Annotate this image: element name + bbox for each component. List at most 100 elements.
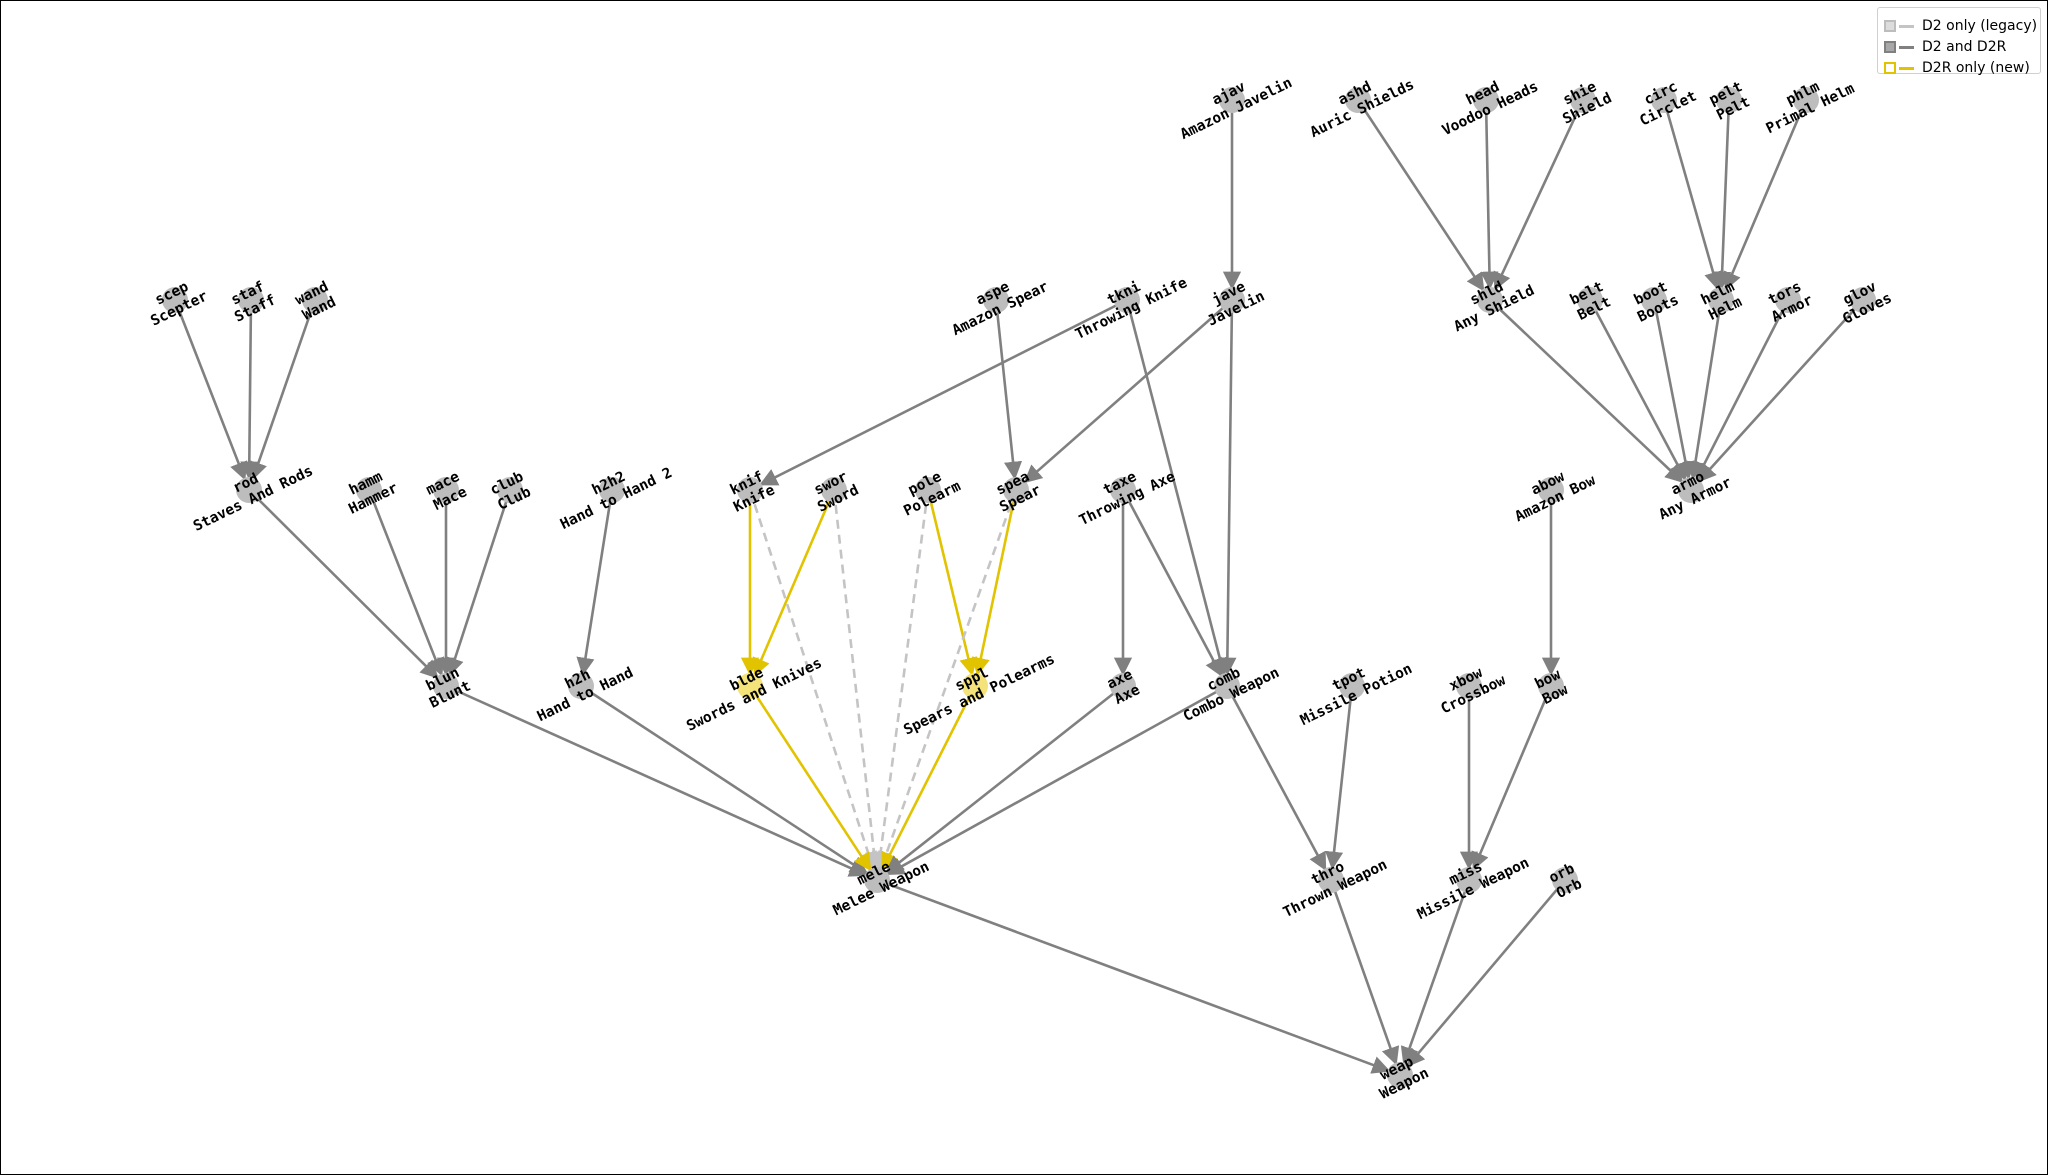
node-marker-tkni <box>1114 287 1140 313</box>
node-mace[interactable]: maceMace <box>424 469 470 514</box>
node-circ[interactable]: circCirclet <box>1630 73 1699 130</box>
node-club[interactable]: clubClub <box>488 469 534 514</box>
legend-swatch-both <box>1884 41 1896 53</box>
node-label-boot: bootBoots <box>1628 277 1682 326</box>
node-axe[interactable]: axeAxe <box>1105 667 1143 708</box>
node-pelt[interactable]: peltPelt <box>1707 79 1753 124</box>
node-marker-comb <box>1214 673 1240 699</box>
node-bow[interactable]: bowBow <box>1533 667 1571 708</box>
edges-layer <box>173 99 1864 1074</box>
edge-rod-to-blun <box>248 489 439 679</box>
node-marker-blun <box>433 673 459 699</box>
node-staf[interactable]: stafStaff <box>225 277 279 326</box>
node-marker-pelt <box>1716 87 1742 113</box>
node-label-circ: circCirclet <box>1630 73 1699 129</box>
node-marker-club <box>497 477 523 503</box>
legend-line-both <box>1899 45 1914 49</box>
node-tpot[interactable]: tpotMissile Potion <box>1290 646 1415 729</box>
node-helm[interactable]: helmHelm <box>1699 279 1745 324</box>
node-sppl[interactable]: spplSpears and Polearms <box>894 636 1058 738</box>
edge-phlm-to-helm <box>1723 99 1808 291</box>
edge-swor-to-mele <box>832 489 883 870</box>
node-aspe[interactable]: aspeAmazon Spear <box>942 263 1051 339</box>
node-marker-thro <box>1318 867 1344 893</box>
node-knif[interactable]: knifKnife <box>724 467 778 516</box>
node-phlm[interactable]: phlmPrimal Helm <box>1756 65 1858 137</box>
edge-comb-to-thro <box>1225 685 1327 872</box>
node-marker-staf <box>238 287 264 313</box>
node-marker-circ <box>1651 87 1677 113</box>
node-marker-rod <box>236 477 262 503</box>
node-h2h2[interactable]: h2h2Hand to Hand 2 <box>550 450 675 533</box>
node-marker-ashd <box>1345 87 1371 113</box>
edge-spea-to-sppl <box>971 489 1018 677</box>
edge-pole-to-sppl <box>926 489 978 677</box>
node-marker-armo <box>1678 477 1704 503</box>
node-swor[interactable]: sworSword <box>808 467 862 516</box>
edge-tkni-to-knif <box>759 298 1128 486</box>
node-marker-shld <box>1477 287 1503 313</box>
node-hamm[interactable]: hammHammer <box>339 465 401 518</box>
node-label-thro: throThrown Weapon <box>1273 842 1389 921</box>
node-marker-mele <box>864 867 890 893</box>
node-marker-phlm <box>1793 87 1819 113</box>
legend-line-new <box>1899 66 1914 70</box>
node-boot[interactable]: bootBoots <box>1628 277 1682 326</box>
edge-blde-to-mele <box>748 685 872 872</box>
node-label-shie: shieShield <box>1553 75 1615 128</box>
node-marker-head <box>1473 87 1499 113</box>
node-tkni[interactable]: tkniThrowing Knife <box>1065 260 1190 343</box>
node-label-pole: polePolearm <box>894 463 964 520</box>
edge-shie-to-shld <box>1493 99 1585 291</box>
node-label-h2h: h2hHand to Hand <box>527 650 636 726</box>
edge-taxe-to-comb <box>1121 489 1223 678</box>
node-marker-tors <box>1775 287 1801 313</box>
node-label-weap: weapWeapon <box>1370 1050 1432 1103</box>
edge-tkni-to-comb <box>1125 299 1229 677</box>
edge-scep-to-rod <box>173 299 248 481</box>
legend-swatch-legacy <box>1884 20 1896 32</box>
node-tors[interactable]: torsArmor <box>1762 277 1816 326</box>
node-marker-axe <box>1110 673 1136 699</box>
node-ashd[interactable]: ashdAuric Shields <box>1300 62 1417 141</box>
node-armo[interactable]: armoAny Armor <box>1649 459 1735 524</box>
node-marker-glov <box>1850 287 1876 313</box>
edge-h2h-to-mele <box>580 684 869 875</box>
node-label-blun: blunBlunt <box>420 663 474 712</box>
node-weap[interactable]: weapWeapon <box>1370 1050 1432 1103</box>
node-label-helm: helmHelm <box>1699 279 1745 324</box>
node-marker-bow <box>1538 673 1564 699</box>
node-label-ashd: ashdAuric Shields <box>1300 62 1416 141</box>
node-marker-swor <box>821 477 847 503</box>
node-h2h[interactable]: h2hHand to Hand <box>527 650 636 726</box>
node-marker-pole <box>915 477 941 503</box>
node-marker-aspe <box>983 287 1009 313</box>
node-pole[interactable]: polePolearm <box>894 463 964 520</box>
legend-swatch-new <box>1884 62 1896 74</box>
node-marker-abow <box>1538 477 1564 503</box>
node-marker-sppl <box>962 673 988 699</box>
node-wand[interactable]: wandWand <box>293 279 339 324</box>
edge-pole-to-mele <box>871 489 930 870</box>
legend-label-new: D2R only (new) <box>1922 60 2030 76</box>
edge-circ-to-helm <box>1662 99 1722 291</box>
node-glov[interactable]: glovGloves <box>1833 275 1895 328</box>
node-label-mace: maceMace <box>424 469 470 514</box>
node-marker-miss <box>1456 867 1482 893</box>
node-label-sppl: spplSpears and Polearms <box>894 636 1058 738</box>
node-scep[interactable]: scepScepter <box>141 273 211 330</box>
node-shie[interactable]: shieShield <box>1553 75 1615 128</box>
node-blun[interactable]: blunBlunt <box>420 663 474 712</box>
edge-wand-to-rod <box>249 299 317 481</box>
edge-thro-to-weap <box>1329 879 1400 1066</box>
node-marker-scep <box>162 287 188 313</box>
legend-label-both: D2 and D2R <box>1922 39 2007 55</box>
node-label-pelt: peltPelt <box>1707 79 1753 124</box>
node-marker-boot <box>1641 287 1667 313</box>
legend-label-legacy: D2 only (legacy) <box>1922 18 2038 34</box>
node-label-scep: scepScepter <box>141 273 211 330</box>
node-thro[interactable]: throThrown Weapon <box>1273 842 1390 921</box>
node-belt[interactable]: beltBelt <box>1568 279 1614 324</box>
node-label-tpot: tpotMissile Potion <box>1290 646 1414 729</box>
